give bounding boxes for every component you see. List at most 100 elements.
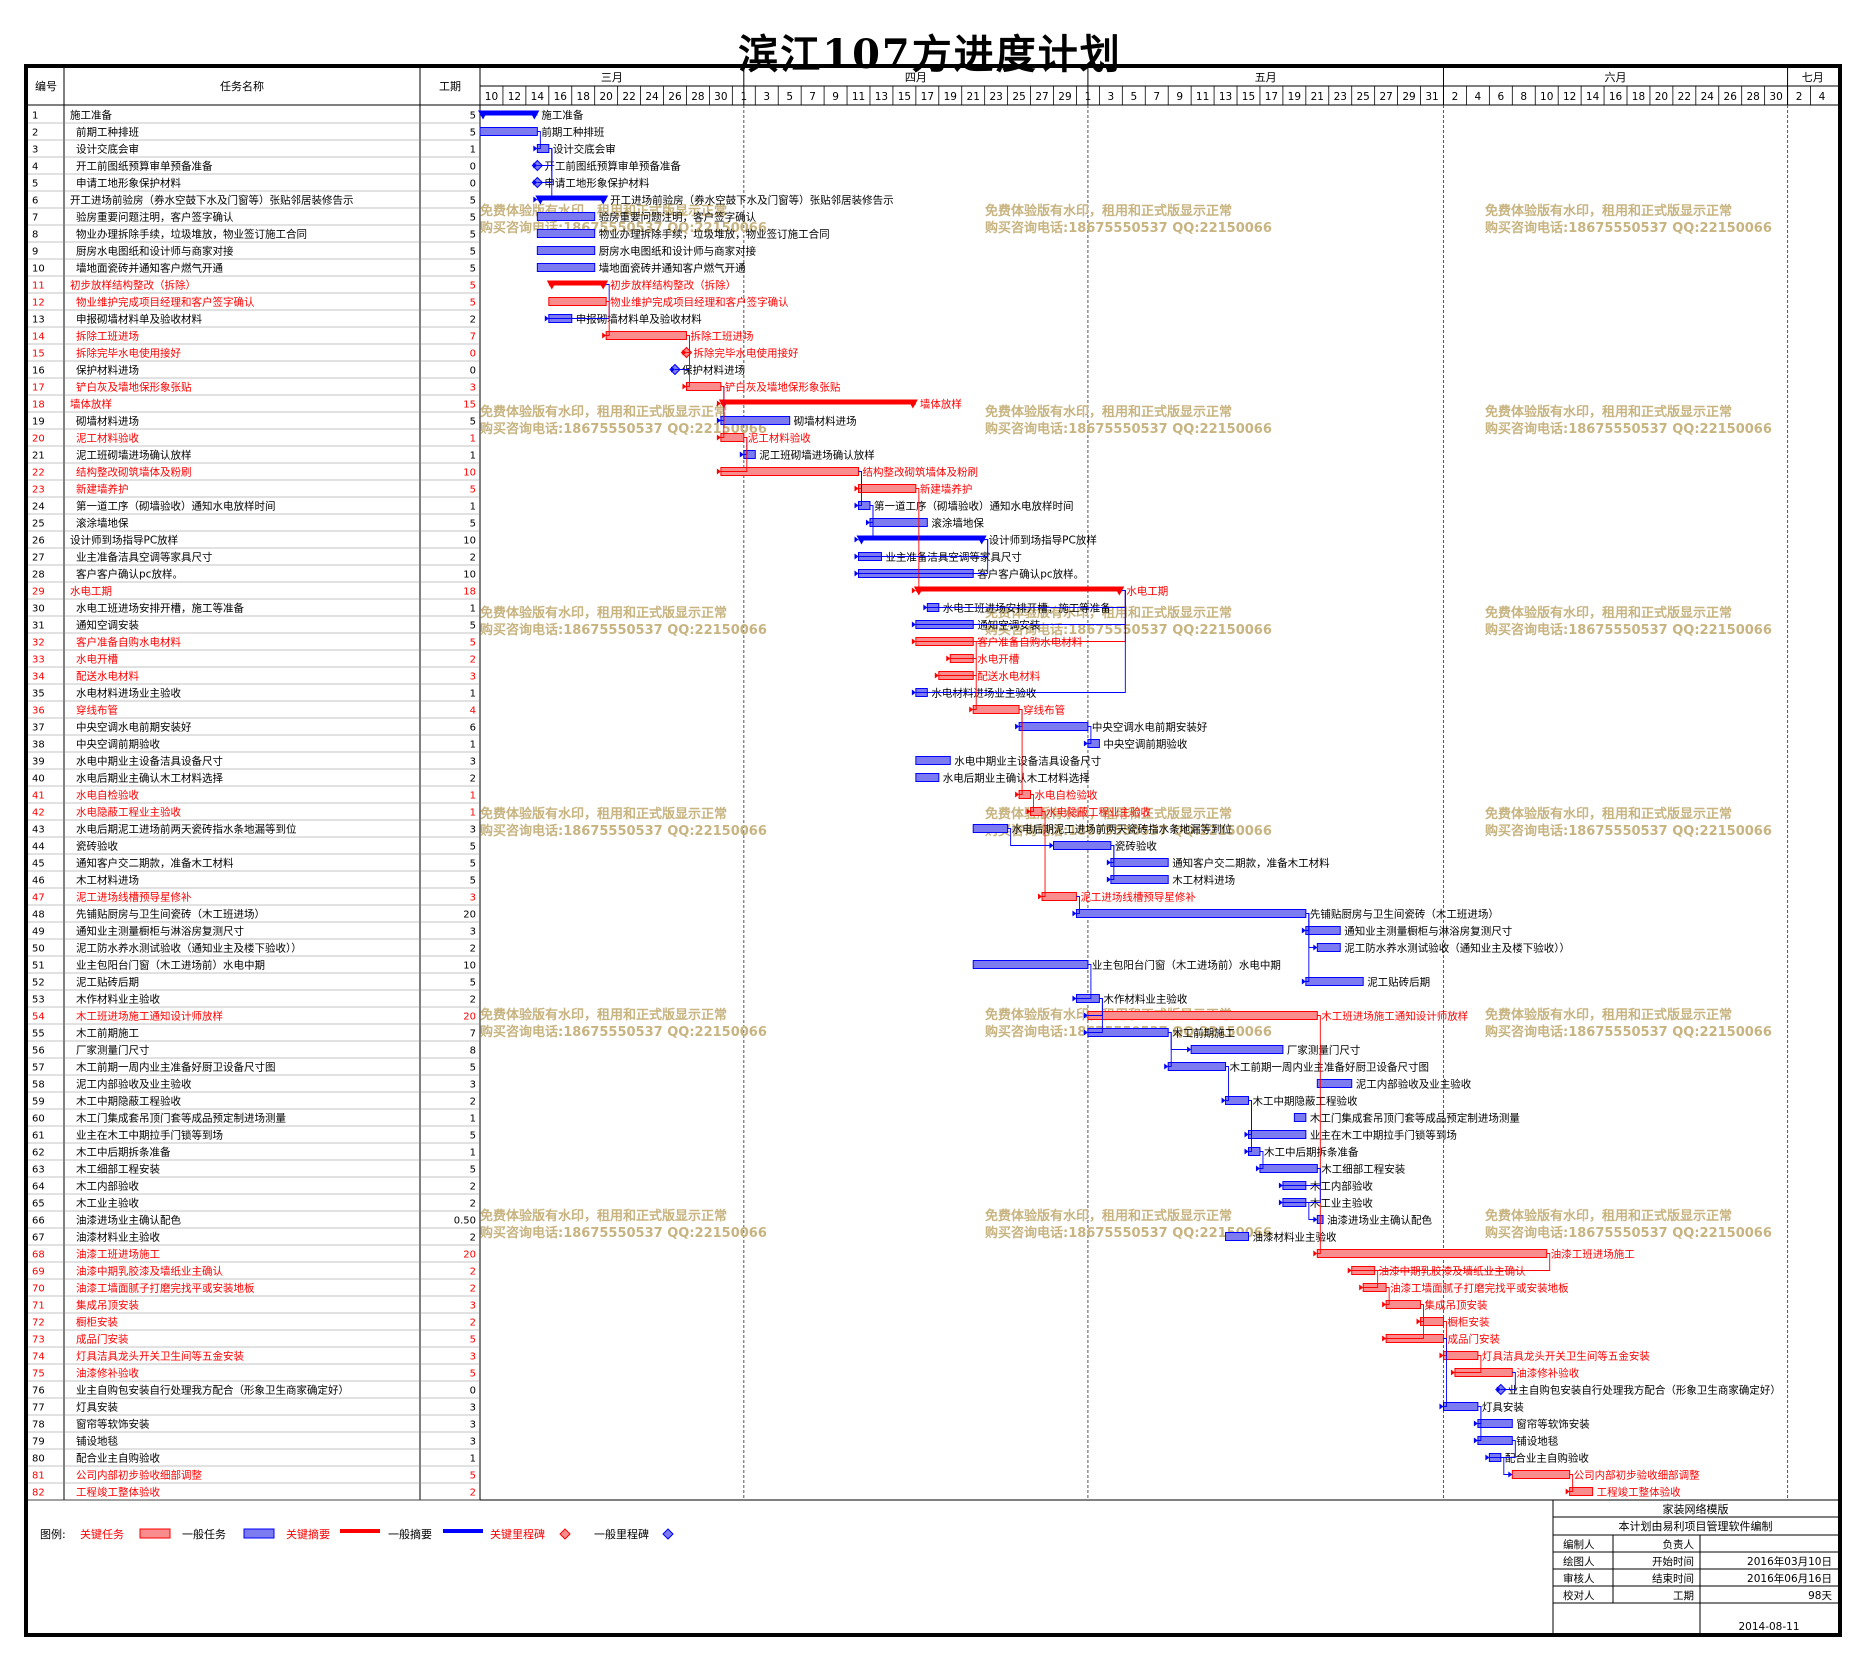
task-id: 64 <box>32 1182 45 1193</box>
task-duration: 2 <box>470 1488 476 1499</box>
dependency-arrow <box>716 417 721 424</box>
task-id: 44 <box>32 842 45 853</box>
legend-normal-milestone-swatch <box>662 1528 674 1540</box>
task-name: 泥工班砌墙进场确认放样 <box>76 449 192 462</box>
task-id: 4 <box>32 162 38 173</box>
bar-label: 申报砌墙材料单及验收材料 <box>576 313 702 326</box>
day-label: 17 <box>1265 91 1278 103</box>
task-id: 45 <box>32 859 45 870</box>
dependency-arrow <box>1072 910 1077 917</box>
watermark-text: 购买咨询电话:18675550537 QQ:22150066 <box>985 622 1272 638</box>
bar-label: 配送水电材料 <box>977 670 1040 683</box>
dependency-link <box>1110 845 1115 880</box>
dependency-arrow <box>854 485 859 492</box>
task-name: 施工准备 <box>70 109 112 122</box>
task-bar <box>972 960 1089 969</box>
task-duration: 7 <box>470 332 476 343</box>
bar-label: 瓷砖验收 <box>1115 840 1157 853</box>
task-name: 瓷砖验收 <box>76 840 118 853</box>
task-name: 业主包阳台门窗（木工进场前）水电中期 <box>76 959 265 972</box>
day-label: 6 <box>1497 91 1504 103</box>
dependency-arrow <box>911 621 916 628</box>
bar-label: 穿线布管 <box>1023 704 1065 717</box>
watermark-text: 免费体验版有水印，租用和正式版显示正常 <box>985 203 1232 219</box>
task-duration: 10 <box>463 961 476 972</box>
task-name: 业主准备洁具空调等家具尺寸 <box>76 551 213 564</box>
task-duration: 2 <box>470 315 476 326</box>
task-id: 66 <box>32 1216 45 1227</box>
task-id: 12 <box>32 298 45 309</box>
task-bar <box>1442 1351 1479 1360</box>
task-name: 物业维护完成项目经理和客户签字确认 <box>76 296 255 309</box>
dependency-arrow <box>1382 1335 1387 1342</box>
bar-label: 保护材料进场 <box>682 364 745 377</box>
task-name: 油漆工班进场施工 <box>76 1248 160 1261</box>
bar-label: 申请工地形象保护材料 <box>544 177 649 190</box>
task-duration: 5 <box>470 876 476 887</box>
task-name: 油漆材料业主验收 <box>76 1231 160 1244</box>
dependency-link <box>1282 1168 1321 1203</box>
bar-label: 开工前图纸预算审单预备准备 <box>544 160 681 173</box>
task-name: 木工内部验收 <box>76 1180 139 1193</box>
summary-bar <box>720 399 916 405</box>
dependency-arrow <box>533 179 538 186</box>
task-name: 木工材料进场 <box>76 874 139 887</box>
task-id: 67 <box>32 1233 45 1244</box>
watermark-text: 购买咨询电话:18675550537 QQ:22150066 <box>1485 622 1772 638</box>
task-id: 20 <box>32 434 45 445</box>
dependency-arrow <box>739 451 744 458</box>
task-name: 申报砌墙材料单及验收材料 <box>76 313 202 326</box>
dependency-arrow <box>854 553 859 560</box>
dependency-link <box>938 658 977 676</box>
dependency-arrow <box>946 655 951 662</box>
dependency-arrow <box>1565 1488 1570 1495</box>
task-duration: 5 <box>470 1165 476 1176</box>
day-label: 3 <box>763 91 770 103</box>
header-name: 任务名称 <box>220 79 264 93</box>
dependency-link <box>1248 1100 1252 1152</box>
task-duration: 3 <box>470 1352 476 1363</box>
watermark-text: 免费体验版有水印，租用和正式版显示正常 <box>480 1208 727 1224</box>
task-name: 结构整改砌筑墙体及粉刷 <box>76 466 192 479</box>
bar-label: 业主在木工中期拉手门锁等到场 <box>1310 1129 1457 1142</box>
task-id: 60 <box>32 1114 45 1125</box>
bar-label: 水电工期 <box>1126 585 1168 598</box>
task-duration: 6 <box>470 723 476 734</box>
task-name: 木工班进场施工通知设计师放样 <box>76 1010 223 1023</box>
task-id: 41 <box>32 791 45 802</box>
task-duration: 5 <box>470 213 476 224</box>
task-duration: 20 <box>463 910 476 921</box>
task-name: 公司内部初步验收细部调整 <box>76 1469 202 1482</box>
dependency-arrow <box>1083 1012 1088 1019</box>
task-name: 设计师到场指导PC放样 <box>70 534 178 547</box>
task-id: 15 <box>32 349 45 360</box>
task-bar <box>1087 1011 1318 1020</box>
summary-bar <box>858 535 985 541</box>
task-duration: 5 <box>470 621 476 632</box>
watermark-text: 免费体验版有水印，租用和正式版显示正常 <box>1485 203 1732 219</box>
task-id: 13 <box>32 315 45 326</box>
bar-label: 泥工进场线槽预导星修补 <box>1080 891 1196 904</box>
bar-label: 水电工班进场安排开槽，施工等准备 <box>943 602 1111 615</box>
dependency-arrow <box>1164 1063 1169 1070</box>
bar-label: 验房重要问题注明，客户签字确认 <box>599 211 757 224</box>
dependency-arrow <box>1244 1148 1249 1155</box>
month-label: 六月 <box>1605 71 1627 84</box>
watermark-text: 免费体验版有水印，租用和正式版显示正常 <box>1485 605 1732 621</box>
dependency-link <box>950 641 977 659</box>
task-duration: 2 <box>470 774 476 785</box>
dependency-link <box>858 471 862 506</box>
task-duration: 3 <box>470 825 476 836</box>
day-label: 21 <box>967 91 980 103</box>
day-label: 18 <box>577 91 590 103</box>
bar-label: 拆除完毕水电使用接好 <box>693 347 798 360</box>
task-id: 72 <box>32 1318 45 1329</box>
day-label: 24 <box>1701 91 1715 103</box>
dependency-arrow <box>716 468 721 475</box>
legend-label: 图例: <box>40 1527 66 1541</box>
task-id: 55 <box>32 1029 45 1040</box>
task-duration: 3 <box>470 1080 476 1091</box>
dependency-link <box>1087 998 1103 1033</box>
day-label: 11 <box>1196 91 1209 103</box>
dependency-link <box>1168 1032 1172 1067</box>
